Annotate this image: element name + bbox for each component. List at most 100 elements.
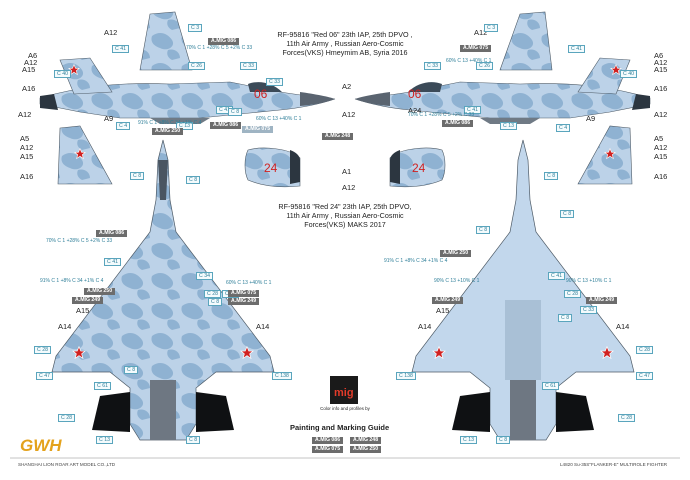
code-label: A15	[22, 65, 36, 74]
color-chip: C 13	[96, 436, 113, 444]
code-label: A6	[28, 51, 38, 60]
code-label: A14	[418, 322, 432, 331]
red-number-06-right: 06	[408, 87, 422, 101]
color-chip: C 41	[112, 45, 129, 53]
footer-left: SHANGHAI LION ROAR ART MODEL CO.,LTD	[18, 462, 116, 467]
amig-badge: A.MIG 075	[228, 290, 260, 297]
code-label: A14	[616, 322, 630, 331]
color-chip: C 4	[116, 122, 131, 130]
color-chip: C 26	[476, 62, 493, 70]
planform-bottom	[411, 139, 635, 441]
color-chip: C 41	[568, 45, 585, 53]
color-chip: C 8	[544, 172, 559, 180]
code-label: A16	[654, 172, 668, 181]
amig-badge: A.MIG 250	[440, 250, 472, 257]
code-label: A12	[654, 58, 668, 67]
code-label: A12	[20, 143, 34, 152]
code-label: A16	[20, 172, 34, 181]
footer-right: L4820 Su-35S"FLANKER-E" MULTIROLE FIGHTE…	[560, 462, 668, 467]
code-label: A14	[58, 322, 72, 331]
amig-badge: A.MIG 086	[96, 230, 128, 237]
color-chip: C 4	[556, 124, 571, 132]
color-chip: C 138	[272, 372, 292, 380]
code-label: A5	[20, 134, 30, 143]
code-label: A12	[474, 28, 488, 37]
code-label: A12	[654, 110, 668, 119]
amig-badge: A.MIG 249	[228, 298, 260, 305]
amig-badge: A.MIG 249	[432, 297, 464, 304]
color-chip: C 33	[240, 62, 257, 70]
code-label: A12	[342, 110, 356, 119]
code-label: A9	[104, 114, 114, 123]
amig-badge: A.MIG 075	[242, 126, 274, 133]
color-chip: C 3	[484, 24, 499, 32]
amig-badge: A.MIG 250	[152, 128, 184, 135]
code-label: A6	[654, 51, 664, 60]
mix-formula: 90% C 13 +10% C 1	[566, 278, 612, 284]
color-chip: C 26	[188, 62, 205, 70]
color-chip: C 61	[94, 382, 111, 390]
legend-badge: A.MIG 248	[350, 437, 382, 444]
code-label: A15	[436, 306, 450, 315]
color-chip: C 13	[176, 122, 193, 130]
color-chip: C 8	[476, 226, 491, 234]
amig-badge: A.MIG 075	[460, 45, 492, 52]
side-profile-left	[39, 57, 336, 124]
color-chip: C 8	[496, 436, 511, 444]
fin-right-top	[499, 11, 553, 71]
nose-panel-left	[244, 147, 301, 188]
mix-formula: 70% C 1 +28% C 5 +2% C 33	[186, 45, 253, 51]
color-chip: C 34	[196, 272, 213, 280]
code-label: A15	[654, 65, 668, 74]
code-label: A16	[22, 84, 36, 93]
header-right: RF-95816 "Red 24" 23th IAP, 25th DPVO, 1…	[278, 202, 412, 229]
color-chip: C 28	[564, 290, 581, 298]
color-chip: C 33	[580, 306, 597, 314]
color-chip: C 3	[188, 24, 203, 32]
color-chip: C 61	[542, 382, 559, 390]
color-chip: C 47	[636, 372, 653, 380]
legend-badge: A.MIG 075	[312, 446, 344, 453]
code-label: A12	[654, 143, 668, 152]
amig-badge: A.MIG 086	[210, 122, 242, 129]
code-label: A5	[654, 134, 664, 143]
amig-badge: A.MIG 249	[586, 297, 618, 304]
planform-top	[51, 139, 275, 441]
color-chip: C 41	[464, 106, 481, 114]
red-number-24-right: 24	[412, 161, 426, 175]
color-chip: C 28	[636, 346, 653, 354]
fin-left-second	[57, 125, 113, 185]
color-chip: C 33	[424, 62, 441, 70]
color-chip: C 47	[36, 372, 53, 380]
legend-badge: A.MIG 250	[350, 446, 382, 453]
mig-logo-caption: Color info and profiles by	[320, 406, 370, 411]
code-label: A24	[408, 106, 422, 115]
amig-badge: A.MIG 248	[322, 133, 354, 140]
amig-badge: A.MIG 086	[442, 120, 474, 127]
code-label: A15	[654, 152, 668, 161]
color-chip: C 33	[266, 78, 283, 86]
mix-formula: 91% C 1 +8% C 34 +1% C 4	[40, 278, 104, 284]
mix-formula: 60% C 13 +40% C 1	[256, 116, 302, 122]
mig-logo: mig	[330, 376, 358, 404]
color-chip: C 28	[618, 414, 635, 422]
code-label: A12	[104, 28, 118, 37]
color-chip: C 8	[208, 298, 223, 306]
code-label: A15	[76, 306, 90, 315]
color-chip: C 40	[620, 70, 637, 78]
color-chip: C 28	[204, 290, 221, 298]
code-label: A2	[342, 82, 352, 91]
color-chip: C 8	[186, 176, 201, 184]
red-number-24: 24	[264, 161, 278, 175]
color-chip: C 8	[130, 172, 145, 180]
code-label: A12	[18, 110, 32, 119]
color-chip: C 41	[104, 258, 121, 266]
color-chip: C 138	[396, 372, 416, 380]
code-label: A9	[586, 114, 596, 123]
fin-left-top	[139, 11, 193, 71]
color-chip: C 13	[500, 122, 517, 130]
red-number-06: 06	[254, 87, 268, 101]
color-chip: C 8	[186, 436, 201, 444]
svg-text:mig: mig	[334, 387, 354, 399]
